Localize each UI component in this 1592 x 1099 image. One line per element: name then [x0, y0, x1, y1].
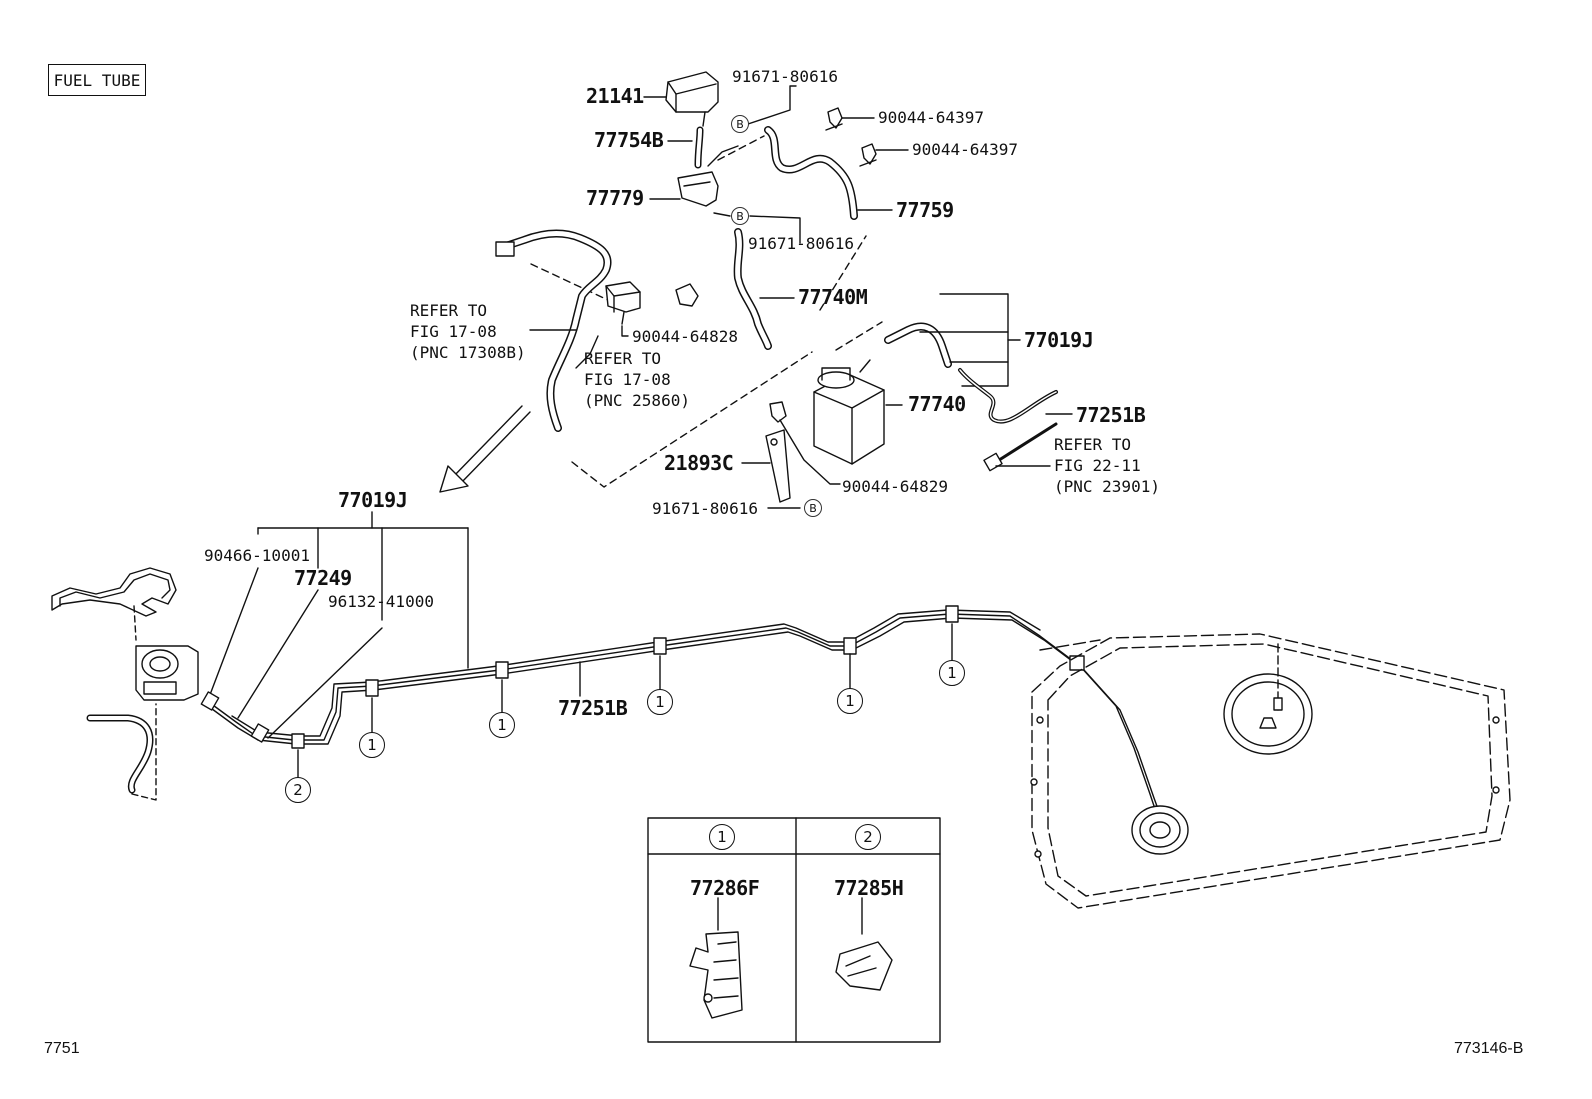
part-77779-drawing: [677, 145, 739, 207]
filler-pipe-drawing: [135, 645, 199, 701]
legend-header-2: 2: [855, 824, 881, 850]
refer-note-fig-17-08-pnc-25860[interactable]: REFER TO FIG 17-08 (PNC 25860): [584, 349, 690, 410]
part-label-91671-80616-top[interactable]: 91671-80616: [732, 67, 838, 86]
part-label-21893c[interactable]: 21893C: [664, 451, 734, 475]
refer-note-fig-17-08-pnc-17308b[interactable]: REFER TO FIG 17-08 (PNC 17308B): [410, 301, 526, 362]
clip-callout-1-b[interactable]: 1: [489, 712, 515, 738]
clip-legend-table: [647, 817, 941, 1043]
part-label-91671-80616-mid[interactable]: 91671-80616: [748, 234, 854, 253]
part-label-90466-10001[interactable]: 90466-10001: [204, 546, 310, 565]
marker-b-mid: B: [731, 207, 749, 225]
canister-77740-drawing: [813, 359, 885, 465]
clip-90044-64828: [675, 283, 699, 307]
bracket-21893c-drawing: [765, 401, 791, 503]
title-box: FUEL TUBE: [48, 64, 146, 96]
corner-code-left: 7751: [44, 1040, 80, 1057]
illustration-number: 773146-B: [1454, 1040, 1524, 1057]
part-label-77251b-main[interactable]: 77251B: [558, 696, 628, 720]
part-21141-drawing: [665, 71, 719, 127]
marker-b-bottom: B: [804, 499, 822, 517]
part-label-90044-64397-b[interactable]: 90044-64397: [912, 140, 1018, 159]
legend-header-1: 1: [709, 824, 735, 850]
clip-callout-1-d[interactable]: 1: [837, 688, 863, 714]
main-fuel-tube-77251b: [205, 609, 1163, 821]
part-label-90044-64829[interactable]: 90044-64829: [842, 477, 948, 496]
part-label-77740[interactable]: 77740: [908, 392, 966, 416]
part-label-77285h[interactable]: 77285H: [834, 876, 904, 900]
clip-callout-1-a[interactable]: 1: [359, 732, 385, 758]
clip-callout-2[interactable]: 2: [285, 777, 311, 803]
part-label-90044-64397-a[interactable]: 90044-64397: [878, 108, 984, 127]
clip-callout-1-c[interactable]: 1: [647, 689, 673, 715]
part-label-90044-64828[interactable]: 90044-64828: [632, 327, 738, 346]
part-label-77019j-top[interactable]: 77019J: [1024, 328, 1094, 352]
marker-b-top: B: [731, 115, 749, 133]
part-label-77754b[interactable]: 77754B: [594, 128, 664, 152]
refer-note-fig-22-11-pnc-23901[interactable]: REFER TO FIG 22-11 (PNC 23901): [1054, 435, 1160, 496]
part-label-77019j-main[interactable]: 77019J: [338, 488, 408, 512]
clip-callout-1-e[interactable]: 1: [939, 660, 965, 686]
clip-90044-64397-a: [825, 107, 843, 131]
part-label-77249[interactable]: 77249: [294, 566, 352, 590]
part-label-77740m[interactable]: 77740M: [798, 285, 868, 309]
part-label-77286f[interactable]: 77286F: [690, 876, 760, 900]
tank-sender-bottom: [1131, 805, 1189, 855]
direction-arrow: [439, 405, 531, 493]
tank-pump-top: [1223, 643, 1313, 755]
part-label-96132-41000[interactable]: 96132-41000: [328, 592, 434, 611]
part-label-21141[interactable]: 21141: [586, 84, 644, 108]
clip-90044-64397-b: [859, 143, 877, 167]
vsv-drawing: [605, 281, 641, 325]
part-label-77251b-top[interactable]: 77251B: [1076, 403, 1146, 427]
part-label-91671-80616-bot[interactable]: 91671-80616: [652, 499, 758, 518]
fuel-tank-outline: [1031, 633, 1511, 909]
part-label-77759[interactable]: 77759: [896, 198, 954, 222]
part-label-77779[interactable]: 77779: [586, 186, 644, 210]
